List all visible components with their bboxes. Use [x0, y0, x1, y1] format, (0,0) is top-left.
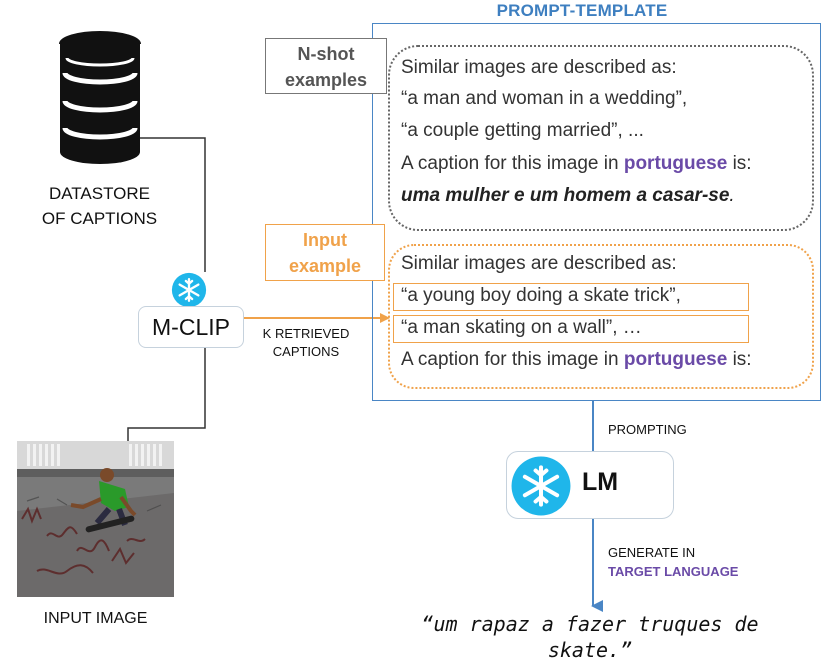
target-language-label: TARGET LANGUAGE — [608, 564, 739, 579]
nshot-line: “a couple getting married”, ... — [401, 120, 644, 141]
snowflake-icon — [511, 456, 571, 516]
prompt-template-frame — [372, 23, 821, 401]
nshot-line: “a man and woman in a wedding”, — [401, 88, 688, 109]
input-image — [17, 441, 174, 597]
input-caption-line: A caption for this image in portuguese i… — [401, 349, 752, 370]
input-example-box — [388, 244, 814, 389]
snowflake-icon — [171, 272, 207, 308]
prompt-template-title: PROMPT-TEMPLATE — [496, 1, 668, 20]
input-line: Similar images are described as: — [401, 253, 677, 274]
language-highlight: portuguese — [623, 153, 728, 174]
nshot-answer: uma mulher e um homem a casar-se. — [401, 185, 735, 206]
retrieved-captions-label: K RETRIEVED CAPTIONS — [262, 326, 350, 359]
language-highlight: portuguese — [623, 349, 728, 370]
input-image-label: INPUT IMAGE — [43, 610, 148, 627]
retrieved-caption-highlight — [393, 315, 749, 343]
nshot-examples-box — [388, 45, 814, 231]
input-line: “a young boy doing a skate trick”, — [401, 285, 681, 306]
output-caption: “um rapaz a fazer truques de skate.” — [421, 612, 759, 662]
nshot-line: Similar images are described as: — [401, 57, 677, 78]
lm-label: LM — [582, 468, 619, 496]
nshot-caption-line: A caption for this image in portuguese i… — [401, 153, 752, 174]
datastore-label: DATASTORE OF CAPTIONS — [41, 184, 158, 228]
nshot-examples-tag: N-shot examples — [265, 38, 387, 94]
mclip-box: M-CLIP — [138, 306, 244, 348]
input-example-tag: Input example — [265, 224, 385, 281]
retrieved-caption-highlight — [393, 283, 749, 311]
image-to-mclip-line — [127, 348, 206, 441]
generate-label: GENERATE IN TARGET LANGUAGE — [608, 545, 739, 579]
datastore-to-mclip-line — [125, 137, 206, 272]
input-line: “a man skating on a wall”, … — [401, 317, 642, 338]
prompting-label: PROMPTING — [608, 422, 687, 437]
database-icon — [59, 31, 141, 164]
